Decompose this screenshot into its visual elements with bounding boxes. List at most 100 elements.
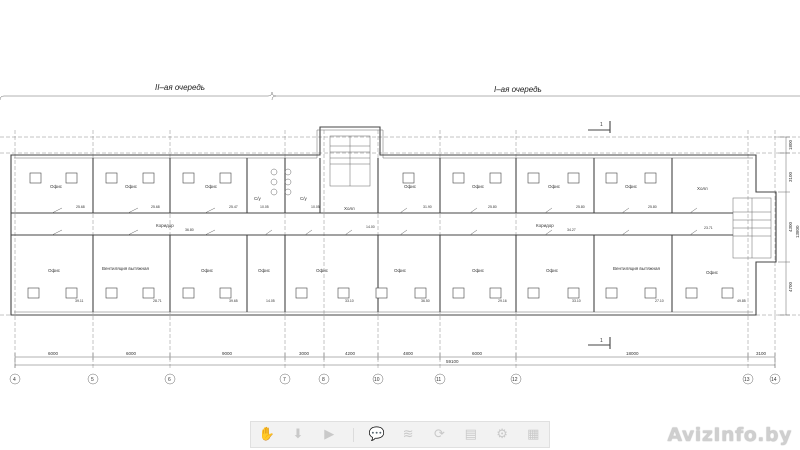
svg-text:9000: 9000 <box>222 351 233 356</box>
room-area: 25.47 <box>229 205 238 209</box>
toolbar-separator <box>352 427 354 442</box>
svg-text:18000: 18000 <box>626 351 639 356</box>
room-area: 28.71 <box>153 299 162 303</box>
stage-bracket-line <box>0 91 800 101</box>
corridor-name: Коридор <box>156 223 174 228</box>
room-name: Офис <box>316 268 329 273</box>
corridor-area: 34.27 <box>567 228 576 232</box>
room-area: 23.71 <box>704 226 713 230</box>
door-swings <box>51 207 698 236</box>
room-area: 14.00 <box>366 225 375 229</box>
svg-text:4: 4 <box>13 377 16 383</box>
document-icon[interactable]: ▤ <box>464 427 477 442</box>
building-outer-wall <box>10 126 777 316</box>
room-area: 31.90 <box>423 205 432 209</box>
settings-icon[interactable]: ⚙ <box>496 427 508 442</box>
watermark-logo: AvizInfo.by <box>667 424 792 446</box>
bottom-dimension-chain: 6000 6000 9000 3000 4200 4800 6000 18000… <box>14 351 776 368</box>
room-name: Офис <box>625 184 638 189</box>
svg-text:1800: 1800 <box>788 139 793 150</box>
partitions-top <box>92 158 673 213</box>
room-area: 14.05 <box>266 299 275 303</box>
room-name: Офис <box>472 184 485 189</box>
room-area: 27.10 <box>655 299 664 303</box>
svg-text:14: 14 <box>771 377 777 383</box>
refresh-icon[interactable]: ⟳ <box>433 427 445 442</box>
viewer-toolbar: ✋ ⬇ ▶ 💬 ≋ ⟳ ▤ ⚙ ▦ <box>250 421 550 448</box>
room-name: Офис <box>546 268 559 273</box>
svg-text:12: 12 <box>512 377 518 383</box>
svg-text:6000: 6000 <box>48 351 59 356</box>
room-name: Офис <box>548 184 561 189</box>
svg-text:11: 11 <box>436 377 441 383</box>
room-area: 10.05 <box>260 205 269 209</box>
room-area: 25.68 <box>76 205 85 209</box>
svg-text:6000: 6000 <box>126 351 137 356</box>
room-name: Офис <box>48 268 61 273</box>
room-name: Вентиляция вытяжная <box>102 266 150 271</box>
camera-icon[interactable]: ▶ <box>324 427 335 442</box>
svg-text:13800: 13800 <box>795 225 800 238</box>
stage-bracket-tick <box>271 95 277 101</box>
room-area: 25.80 <box>648 205 657 209</box>
partitions-bottom <box>92 235 673 312</box>
room-area: 39.11 <box>75 299 84 303</box>
room-labels-bottom: Офис 39.11 Вентиляция вытяжная 28.71 Офи… <box>48 266 746 303</box>
room-name: Офис <box>394 268 407 273</box>
room-name: Офис <box>258 268 271 273</box>
room-area: 36.50 <box>421 299 430 303</box>
layers-icon[interactable]: ≋ <box>402 427 414 442</box>
svg-text:6: 6 <box>168 377 171 383</box>
svg-text:4700: 4700 <box>788 281 793 292</box>
svg-text:3100: 3100 <box>756 351 767 356</box>
room-area: 10.05 <box>311 205 320 209</box>
room-name: Холл <box>697 186 708 191</box>
room-area: 49.85 <box>737 299 746 303</box>
room-name: Офис <box>205 184 218 189</box>
room-area: 39.65 <box>229 299 238 303</box>
hand-icon[interactable]: ✋ <box>258 427 275 442</box>
room-name: Офис <box>404 184 417 189</box>
table-icon[interactable]: ▦ <box>527 427 540 442</box>
room-area: 33.10 <box>572 299 581 303</box>
svg-text:6000: 6000 <box>472 351 483 356</box>
svg-text:4300: 4300 <box>788 221 793 232</box>
axis-grid <box>0 130 800 368</box>
svg-text:4200: 4200 <box>345 351 356 356</box>
stair-steps-top <box>330 136 370 186</box>
room-area: 25.68 <box>151 205 160 209</box>
svg-text:7: 7 <box>283 377 286 383</box>
windows-bottom <box>27 287 734 299</box>
room-area: 25.80 <box>576 205 585 209</box>
stage-two-label: II–ая очередь <box>155 83 205 92</box>
comment-icon[interactable]: 💬 <box>368 427 385 442</box>
room-area: 25.80 <box>488 205 497 209</box>
room-name: Офис <box>201 268 214 273</box>
windows-top <box>29 172 657 184</box>
toilet-fixtures <box>270 168 292 196</box>
svg-text:10: 10 <box>374 377 380 383</box>
svg-text:59100: 59100 <box>446 359 459 364</box>
room-name: Холл <box>344 206 355 211</box>
download-icon[interactable]: ⬇ <box>292 427 304 442</box>
room-area: 29.16 <box>498 299 507 303</box>
corridor-labels: Коридор 36.80 Коридор 34.27 <box>156 223 576 232</box>
right-dimension-chain: 1800 3100 4300 4700 13800 <box>778 136 800 316</box>
svg-text:3100: 3100 <box>788 171 793 182</box>
svg-text:5: 5 <box>91 377 94 383</box>
corridor-area: 36.80 <box>185 228 194 232</box>
room-name: Офис <box>125 184 138 189</box>
room-area: 33.10 <box>345 299 354 303</box>
section-mark-bottom-label: 1 <box>600 338 603 344</box>
axis-markers: 4 5 6 7 8 10 11 12 13 14 <box>9 373 781 385</box>
svg-text:8: 8 <box>322 377 325 383</box>
room-name: С/у <box>300 196 308 201</box>
corridor-name: Коридор <box>536 223 554 228</box>
room-name: Офис <box>472 268 485 273</box>
room-name: С/у <box>254 196 262 201</box>
svg-text:13: 13 <box>744 377 750 383</box>
room-name: Вентиляция вытяжная <box>613 266 661 271</box>
room-name: Офис <box>50 184 63 189</box>
svg-text:3000: 3000 <box>299 351 310 356</box>
